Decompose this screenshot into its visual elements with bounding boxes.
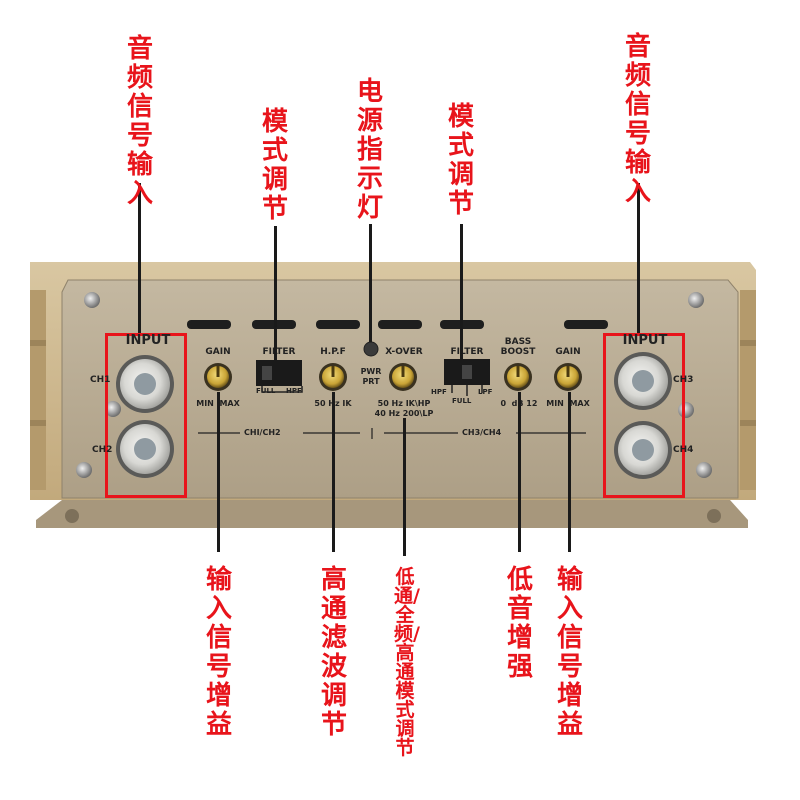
leader-gain-right xyxy=(568,392,571,552)
gain-right-label: GAIN xyxy=(555,347,581,357)
ch2-label: CH2 xyxy=(92,445,113,455)
xover-scale-2: 40 Hz 200\LP xyxy=(374,409,434,418)
gain-left-label: GAIN xyxy=(205,347,231,357)
bass-boost-label-1: BASS xyxy=(504,337,532,347)
panel-screw-icon xyxy=(105,401,121,417)
hpf-label: H.P.F xyxy=(320,347,346,357)
leader-bass-boost xyxy=(518,392,521,552)
filter-right-full: FULL xyxy=(452,397,472,405)
filter-switch-right xyxy=(444,359,490,396)
leader-mode-adjust-left xyxy=(274,226,277,360)
gain-left-scale: MIN MAX xyxy=(196,399,240,408)
filter-left-full: FULL xyxy=(256,387,276,395)
group-right-label: CH3/CH4 xyxy=(462,428,502,437)
callout-mode-adjust-right: 模式调节 xyxy=(447,102,474,219)
bass-boost-label-2: BOOST xyxy=(500,347,536,357)
ch4-label: CH4 xyxy=(673,445,694,455)
input-label-left: INPUT xyxy=(125,333,171,348)
rca-jack-ch3 xyxy=(614,352,672,410)
rca-jack-ch4 xyxy=(614,421,672,479)
ch3-label: CH3 xyxy=(673,375,694,385)
gain-right-scale: MIN MAX xyxy=(546,399,590,408)
pwr-label: PWR xyxy=(360,367,382,376)
hpf-knob xyxy=(319,363,347,391)
leader-mode-adjust-right xyxy=(460,224,463,359)
callout-power-indicator: 电源指示灯 xyxy=(356,77,383,223)
panel-screw-icon xyxy=(84,292,100,308)
bass-scale: 0 dB 12 xyxy=(500,399,538,408)
rca-jack-ch2 xyxy=(116,420,174,478)
leader-gain-left xyxy=(217,392,220,552)
group-left-label: CHI/CH2 xyxy=(244,428,281,437)
vent-slots xyxy=(187,320,608,329)
callout-audio-input-left: 音频信号输入 xyxy=(126,34,153,209)
gain-knob-left xyxy=(204,363,232,391)
ch1-label: CH1 xyxy=(90,375,111,385)
xover-scale-1: 50 Hz IK\HP xyxy=(377,399,431,408)
panel-screw-icon xyxy=(696,462,712,478)
callout-gain-left: 输入信号增益 xyxy=(205,565,232,740)
mounting-base xyxy=(36,500,748,528)
filter-right-lpf: LPF xyxy=(478,388,493,396)
filter-left-hpf: HPF xyxy=(286,387,302,395)
callout-hpf: 高通滤波调节 xyxy=(320,565,347,740)
input-label-right: INPUT xyxy=(622,333,668,348)
callout-mode-adjust-left: 模式调节 xyxy=(261,107,288,224)
leader-audio-input-right xyxy=(637,183,640,333)
leader-audio-input-left xyxy=(138,183,141,333)
prt-label: PRT xyxy=(362,377,380,386)
input-highlight-left xyxy=(105,333,187,498)
base-screw-right xyxy=(707,509,721,523)
filter-left-label: FILTER xyxy=(262,347,296,357)
filter-right-label: FILTER xyxy=(450,347,484,357)
panel-screw-icon xyxy=(688,292,704,308)
leader-hpf xyxy=(332,392,335,552)
leader-power-indicator xyxy=(369,224,372,342)
callout-bass-boost: 低音增强 xyxy=(506,565,533,682)
callout-audio-input-right: 音频信号输入 xyxy=(624,32,651,207)
power-led xyxy=(363,341,379,357)
xover-label: X-OVER xyxy=(385,347,423,357)
callout-crossover-mode: 低通/全频/高通模式调节 xyxy=(394,566,420,759)
leader-xover xyxy=(403,418,406,556)
input-highlight-right xyxy=(603,333,685,498)
rca-jack-ch1 xyxy=(116,355,174,413)
filter-right-hpf: HPF xyxy=(431,388,447,396)
xover-knob xyxy=(389,363,417,391)
bass-boost-knob xyxy=(504,363,532,391)
filter-switch-left xyxy=(256,360,303,393)
base-screw-left xyxy=(65,509,79,523)
callout-gain-right: 输入信号增益 xyxy=(556,565,583,740)
panel-screw-icon xyxy=(76,462,92,478)
gain-knob-right xyxy=(554,363,582,391)
